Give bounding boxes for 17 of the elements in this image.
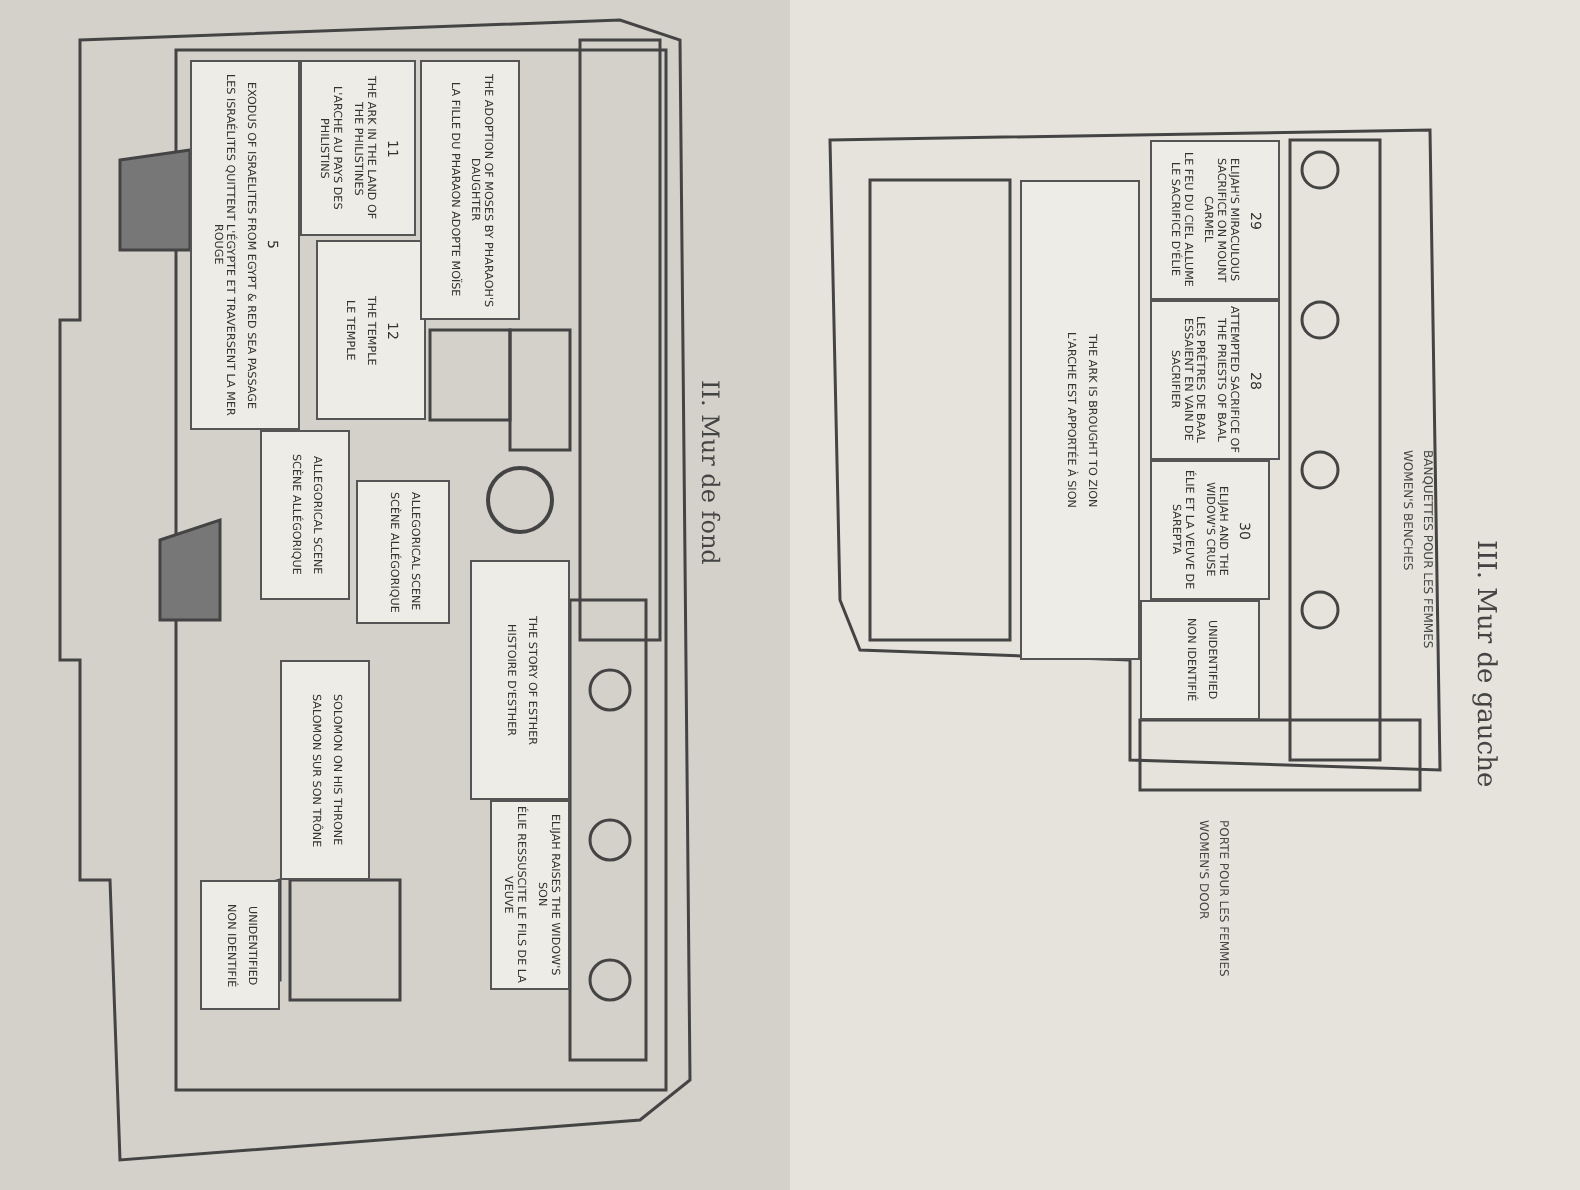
- mural-panel: [1140, 600, 1260, 720]
- mural-panel: [316, 240, 426, 420]
- wall-caption: II. Mur de fond: [696, 380, 724, 565]
- mural-panel: [260, 430, 350, 600]
- wall-caption: III. Mur de gauche: [1470, 540, 1500, 788]
- mural-panel: [1150, 300, 1280, 460]
- mural-panel: [490, 800, 570, 990]
- mural-panel: [470, 560, 570, 800]
- mural-panel: [200, 880, 280, 1010]
- mural-panel: [356, 480, 450, 624]
- mural-panel: [420, 60, 520, 320]
- mural-panel: [1150, 140, 1280, 300]
- mural-panel: [280, 660, 370, 880]
- mural-panel: [1150, 460, 1270, 600]
- mural-panel: [1020, 180, 1140, 660]
- mural-panel: [190, 60, 300, 430]
- mural-panel: [300, 60, 416, 236]
